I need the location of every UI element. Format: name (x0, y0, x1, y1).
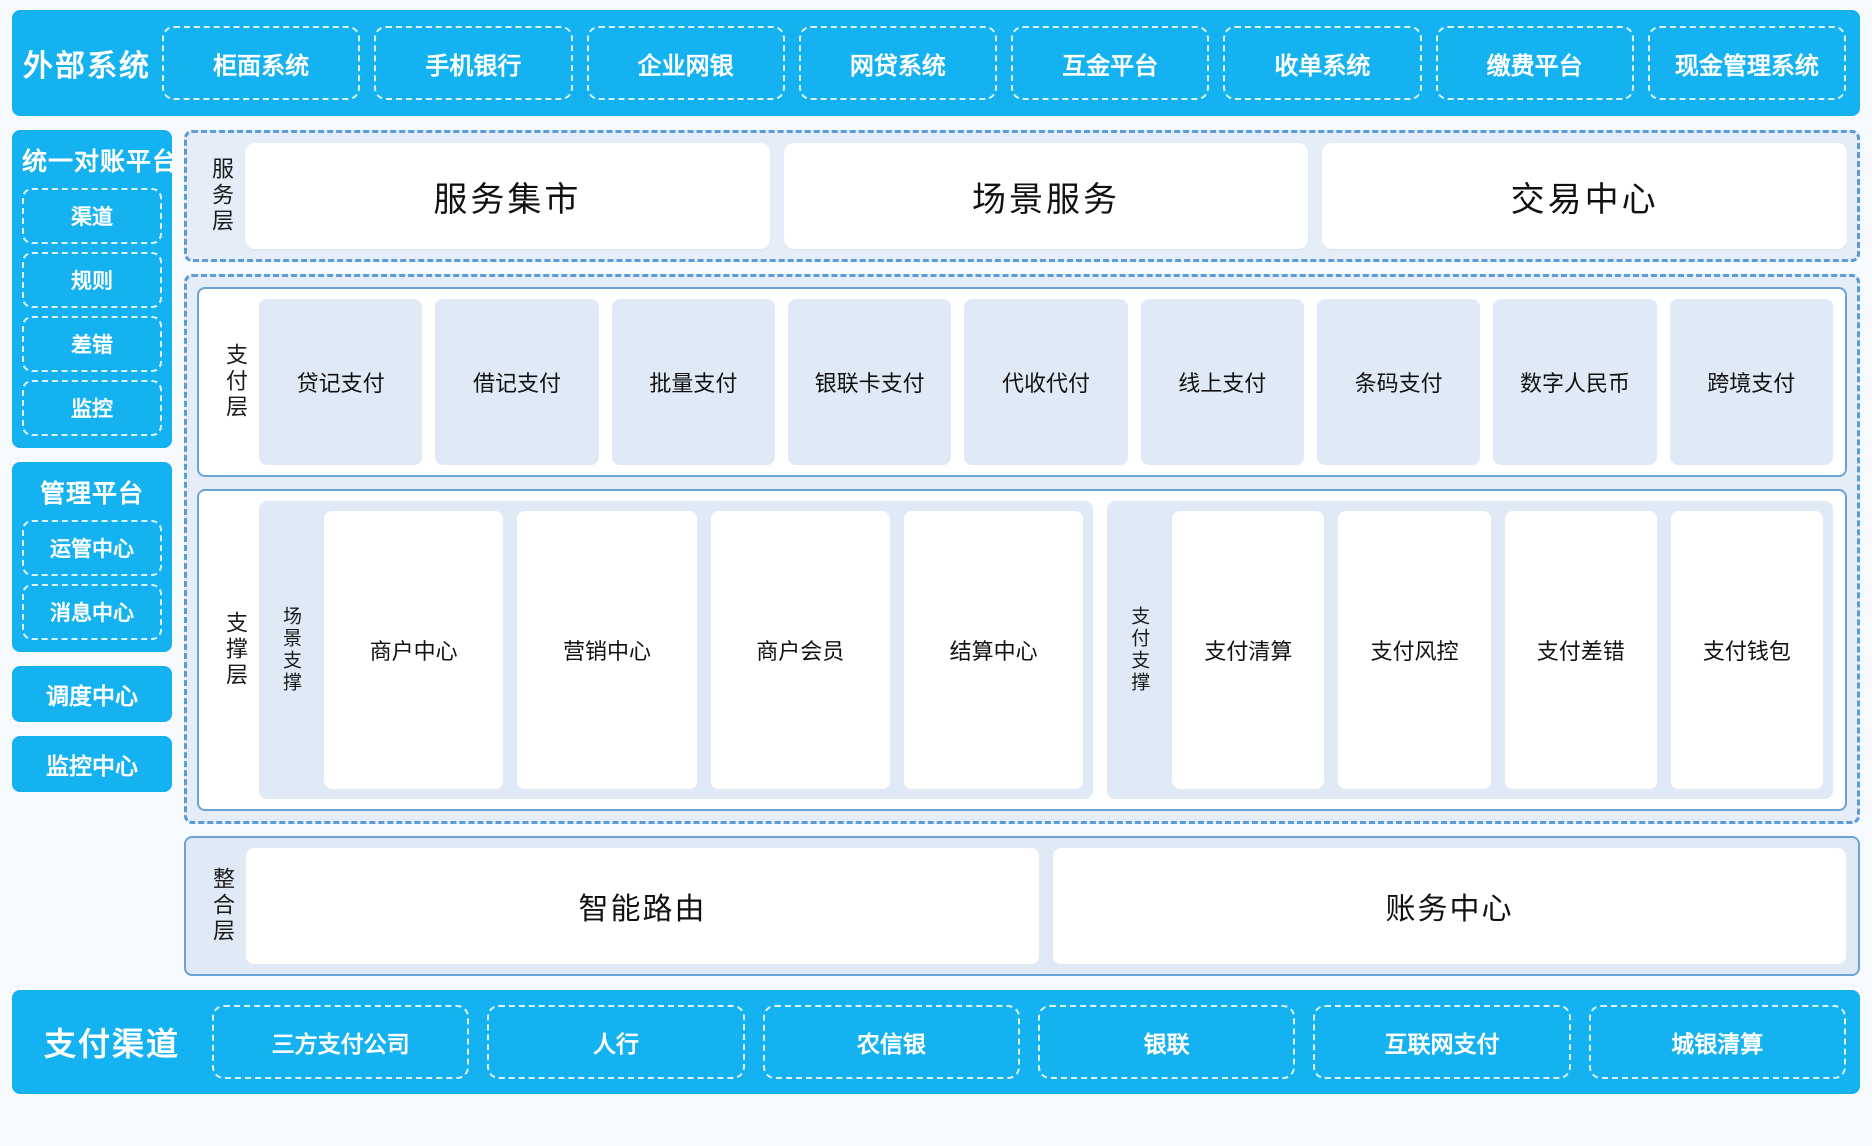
reconciliation-item-monitor[interactable]: 监控 (22, 380, 162, 436)
service-layer-items: 服务集市 场景服务 交易中心 (245, 143, 1848, 249)
reconciliation-platform-title: 统一对账平台 (22, 148, 179, 176)
payment-layer-items: 贷记支付 借记支付 批量支付 银联卡支付 代收代付 线上支付 条码支付 数字人民… (259, 299, 1833, 465)
scene-card-settlement-center[interactable]: 结算中心 (903, 511, 1084, 789)
payment-card-digital-rmb[interactable]: 数字人民币 (1493, 299, 1657, 465)
payment-card-debit[interactable]: 借记支付 (435, 299, 599, 465)
external-item-acquiring[interactable]: 收单系统 (1223, 26, 1422, 100)
integration-layer-label: 整合层 (210, 867, 235, 945)
payment-card-credit[interactable]: 贷记支付 (259, 299, 423, 465)
paysup-card-error-handling[interactable]: 支付差错 (1504, 511, 1657, 789)
payment-card-online[interactable]: 线上支付 (1140, 299, 1304, 465)
service-layer-label: 服务层 (209, 157, 234, 235)
layers-column: 服务层 服务集市 场景服务 交易中心 支付层 贷记支付 借记支付 批量 (184, 130, 1860, 976)
external-item-mobile-bank[interactable]: 手机银行 (374, 26, 573, 100)
payment-layer-label: 支付层 (223, 343, 248, 421)
management-item-operations-center[interactable]: 运管中心 (22, 520, 162, 576)
channel-item-rcc-bank[interactable]: 农信银 (762, 1005, 1020, 1079)
reconciliation-item-error[interactable]: 差错 (22, 316, 162, 372)
payment-card-unionpay[interactable]: 银联卡支付 (787, 299, 952, 465)
external-item-corporate-bank[interactable]: 企业网银 (586, 26, 785, 100)
service-card-scenario[interactable]: 场景服务 (783, 143, 1309, 249)
service-layer-group: 服务层 服务集市 场景服务 交易中心 (184, 130, 1860, 262)
service-card-transaction-center[interactable]: 交易中心 (1322, 143, 1848, 249)
integration-layer-box: 整合层 智能路由 账务中心 (184, 836, 1860, 976)
payment-layer-box: 支付层 贷记支付 借记支付 批量支付 银联卡支付 代收代付 线上支付 条码支付 … (197, 287, 1847, 477)
payment-channels-list: 三方支付公司 人行 农信银 银联 互联网支付 城银清算 (212, 1005, 1846, 1079)
channel-item-internet-payment[interactable]: 互联网支付 (1313, 1005, 1571, 1079)
scene-support-label: 场景支撑 (280, 606, 301, 694)
external-item-counter[interactable]: 柜面系统 (162, 26, 361, 100)
payment-channels-bar: 支付渠道 三方支付公司 人行 农信银 银联 互联网支付 城银清算 (12, 990, 1860, 1094)
management-platform-title: 管理平台 (39, 480, 144, 508)
paysup-card-risk-control[interactable]: 支付风控 (1338, 511, 1491, 789)
reconciliation-item-channel[interactable]: 渠道 (22, 188, 162, 244)
scene-card-marketing-center[interactable]: 营销中心 (517, 511, 697, 789)
management-platform-panel: 管理平台 运管中心 消息中心 (12, 462, 172, 652)
left-rail: 统一对账平台 渠道 规则 差错 监控 管理平台 运管中心 消息中心 调度中心 监… (12, 130, 179, 976)
channel-item-pboc[interactable]: 人行 (487, 1005, 745, 1079)
scheduling-center-panel[interactable]: 调度中心 (12, 666, 172, 722)
payment-card-batch[interactable]: 批量支付 (611, 299, 775, 465)
external-systems-list: 柜面系统 手机银行 企业网银 网贷系统 互金平台 收单系统 缴费平台 现金管理系… (162, 26, 1846, 100)
external-item-fintech[interactable]: 互金平台 (1011, 26, 1210, 100)
external-item-cash-management[interactable]: 现金管理系统 (1647, 26, 1846, 100)
integration-card-smart-routing[interactable]: 智能路由 (246, 848, 1039, 964)
payment-support-items: 支付清算 支付风控 支付差错 支付钱包 (1172, 511, 1824, 789)
monitoring-center-panel[interactable]: 监控中心 (12, 736, 172, 792)
payment-channels-title: 支付渠道 (43, 1026, 180, 1062)
middle-section: 统一对账平台 渠道 规则 差错 监控 管理平台 运管中心 消息中心 调度中心 监… (12, 130, 1860, 976)
external-item-online-loan[interactable]: 网贷系统 (798, 26, 997, 100)
payment-card-barcode[interactable]: 条码支付 (1316, 299, 1481, 465)
reconciliation-platform-panel: 统一对账平台 渠道 规则 差错 监控 (12, 130, 179, 448)
payment-card-collection-payment[interactable]: 代收代付 (964, 299, 1128, 465)
support-layer-box: 支撑层 场景支撑 商户中心 营销中心 商户会员 结算中心 (197, 489, 1847, 811)
external-item-billpay[interactable]: 缴费平台 (1435, 26, 1634, 100)
external-systems-bar: 外部系统 柜面系统 手机银行 企业网银 网贷系统 互金平台 收单系统 缴费平台 … (12, 10, 1860, 116)
scene-card-merchant-center[interactable]: 商户中心 (324, 511, 504, 789)
external-systems-title: 外部系统 (23, 50, 151, 83)
payment-support-label: 支付支撑 (1128, 606, 1150, 694)
paysup-card-wallet[interactable]: 支付钱包 (1670, 511, 1824, 789)
integration-card-accounting-center[interactable]: 账务中心 (1053, 848, 1846, 964)
channel-item-city-bank-clearing[interactable]: 城银清算 (1588, 1005, 1846, 1079)
integration-layer-items: 智能路由 账务中心 (246, 848, 1846, 964)
payment-card-cross-border[interactable]: 跨境支付 (1669, 299, 1833, 465)
scene-support-items: 商户中心 营销中心 商户会员 结算中心 (324, 511, 1084, 789)
support-layer-inner: 场景支撑 商户中心 营销中心 商户会员 结算中心 支付支撑 支付清算 (259, 501, 1833, 799)
scene-support-panel: 场景支撑 商户中心 营销中心 商户会员 结算中心 (259, 501, 1094, 799)
channel-item-unionpay[interactable]: 银联 (1037, 1005, 1296, 1079)
service-layer-row: 服务层 服务集市 场景服务 交易中心 (197, 143, 1848, 249)
channel-item-third-party[interactable]: 三方支付公司 (212, 1005, 470, 1079)
service-card-marketplace[interactable]: 服务集市 (245, 143, 770, 249)
core-layers-group: 支付层 贷记支付 借记支付 批量支付 银联卡支付 代收代付 线上支付 条码支付 … (184, 274, 1860, 824)
reconciliation-item-rule[interactable]: 规则 (22, 252, 162, 308)
support-layer-label: 支撑层 (223, 611, 248, 689)
paysup-card-clearing[interactable]: 支付清算 (1172, 511, 1325, 789)
scene-card-merchant-member[interactable]: 商户会员 (710, 511, 890, 789)
payment-support-panel: 支付支撑 支付清算 支付风控 支付差错 支付钱包 (1107, 501, 1833, 799)
management-item-message-center[interactable]: 消息中心 (22, 584, 162, 640)
